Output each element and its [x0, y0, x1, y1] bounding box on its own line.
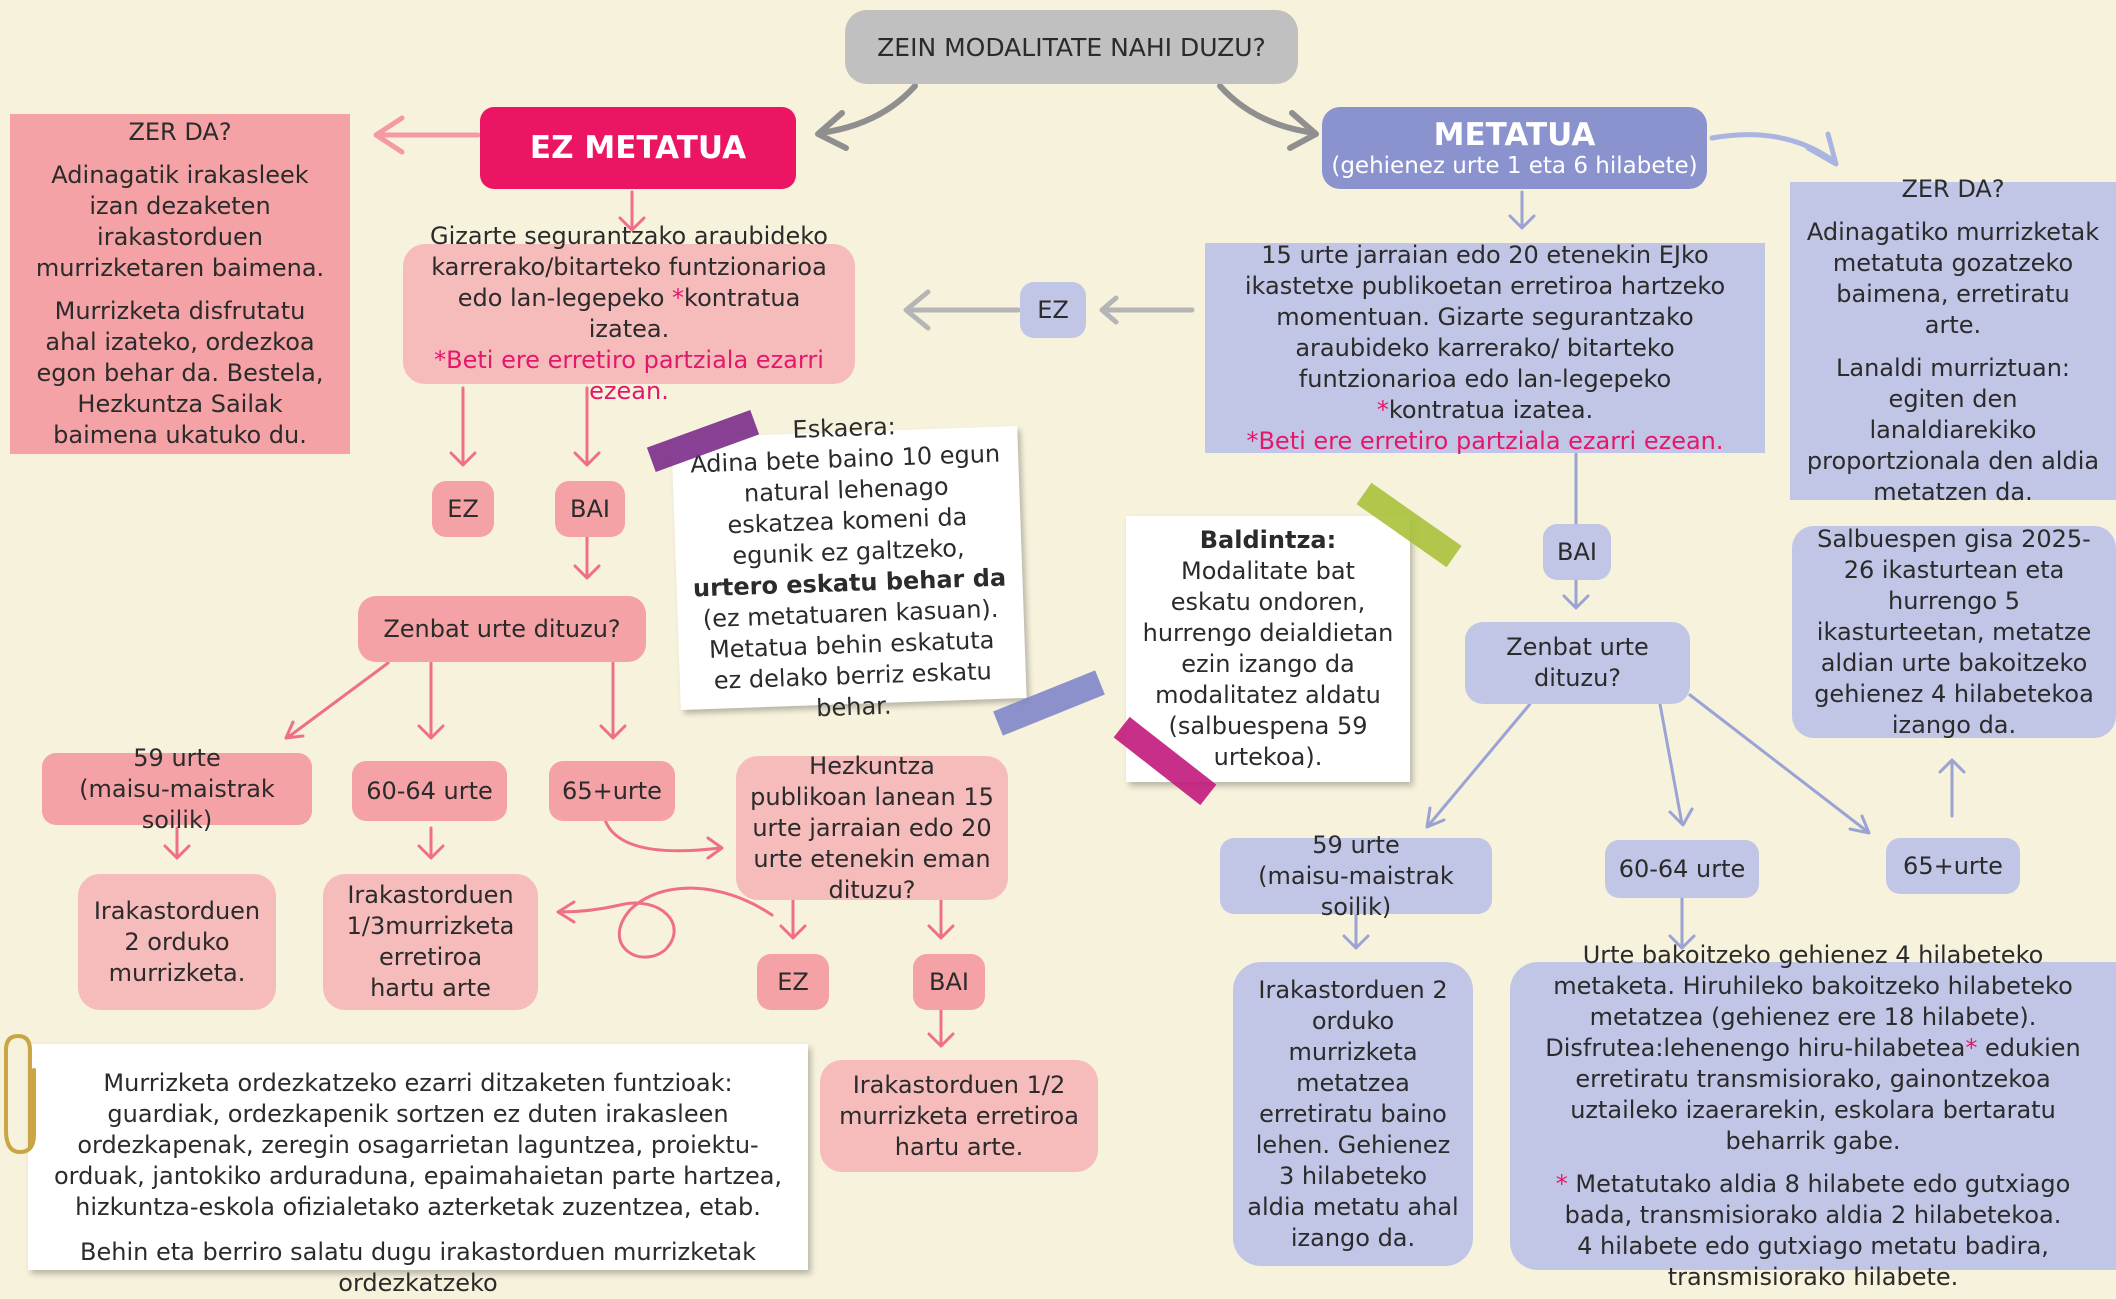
right-arrows [903, 190, 1966, 950]
baldintza-heading: Baldintza: [1199, 526, 1337, 554]
right-result-60-64-p2: * Metatutako aldia 8 hilabete edo gutxia… [1520, 1169, 2106, 1293]
right-age-65-text: 65+urte [1903, 851, 2003, 880]
right-zer-da-text-2: Lanaldi murriztuan: egiten den lanaldiar… [1806, 354, 2100, 506]
footer-text-1: Murrizketa ordezkatzeko ezarri ditzakete… [53, 1069, 783, 1221]
baldintza-text: Modalitate bat eskatu ondoren, hurrengo … [1142, 557, 1394, 771]
left-age-question-text: Zenbat urte dituzu? [383, 614, 621, 643]
main-question: ZEIN MODALITATE NAHI DUZU? [845, 10, 1298, 84]
eskaera-text-1: Adina bete baino 10 egun natural lehenag… [689, 439, 1001, 571]
left-zer-da-text-1: Adinagatik irakasleek izan dezaketen ira… [35, 161, 325, 282]
baldintza-note: Baldintza: Modalitate bat eskatu ondoren… [1126, 516, 1410, 782]
eskaera-text-2: (ez metatuaren kasuan). Metatua behin es… [702, 594, 999, 723]
right-age-question: Zenbat urte dituzu? [1465, 622, 1690, 704]
left-result-bai-text: Irakastorduen 1/2 murrizketa erretiroa h… [839, 1070, 1079, 1161]
right-condition-line2: kontratua izatea. [1388, 395, 1594, 424]
right-result-59: Irakastorduen 2 orduko murrizketa metatz… [1233, 962, 1473, 1266]
metatua-title: METATUA [1433, 117, 1596, 153]
arrow-question-left [815, 83, 918, 151]
connector-arrows [163, 83, 1966, 1048]
eskaera-note: Eskaera: Adina bete baino 10 egun natura… [671, 412, 1027, 722]
left-condition-box: Gizarte segurantzako araubideko karrerak… [403, 222, 855, 405]
left-condition-note: *Beti ere erretiro partziala ezarri ezea… [434, 346, 824, 405]
left-ez-badge: EZ [432, 481, 494, 537]
right-result-p2: Metatutako aldia 8 hilabete edo gutxiago… [1564, 1169, 2071, 1291]
left-service-bai-text: BAI [929, 967, 969, 996]
right-condition-box: 15 urte jarraian edo 20 etenekin EJko ik… [1205, 240, 1765, 455]
left-age-65-text: 65+urte [562, 776, 662, 805]
footer-note: Murrizketa ordezkatzeko ezarri ditzakete… [28, 1044, 808, 1297]
right-condition-star: * [1376, 395, 1389, 424]
left-result-bai: Irakastorduen 1/2 murrizketa erretiroa h… [820, 1060, 1098, 1172]
arrow-zer-da-left [373, 115, 481, 155]
left-age-60-64-text: 60-64 urte [366, 776, 493, 805]
right-result-p1-star: * [1965, 1033, 1978, 1062]
right-result-p2-star: * [1555, 1169, 1576, 1198]
right-salbuespen-box: Salbuespen gisa 2025-26 ikasturtean eta … [1792, 524, 2116, 739]
right-zer-da-text-1: Adinagatiko murrizketak metatuta gozatze… [1806, 218, 2100, 339]
left-condition-line2: kontratua izatea. [588, 284, 801, 343]
right-age-59-text: 59 urte (maisu-maistrak soilik) [1258, 830, 1454, 921]
left-ez-text: EZ [447, 494, 479, 523]
footer-text-2: Behin eta berriro salatu dugu irakastord… [80, 1238, 756, 1297]
right-age-question-text: Zenbat urte dituzu? [1506, 633, 1649, 692]
right-result-p1b: edukien erretiratu transmisiorako, gaino… [1570, 1033, 2081, 1155]
ez-metatua-title: EZ METATUA [529, 130, 747, 166]
left-service-ez-badge: EZ [757, 954, 829, 1010]
right-result-60-64: Urte bakoitzeko gehienez 4 hilabeteko me… [1510, 941, 2116, 1291]
left-age-question: Zenbat urte dituzu? [358, 596, 646, 662]
left-result-60-64-text: Irakastorduen 1/3murrizketa erretiroa ha… [346, 881, 515, 1002]
left-arrows [163, 190, 955, 1048]
left-bai-badge: BAI [555, 481, 625, 537]
right-bai-text: BAI [1557, 537, 1597, 566]
left-condition-star: * [672, 284, 685, 312]
left-result-59-text: Irakastorduen 2 orduko murrizketa. [93, 896, 261, 987]
right-condition-text: 15 urte jarraian edo 20 etenekin EJko ik… [1219, 240, 1751, 426]
left-result-60-64: Irakastorduen 1/3murrizketa erretiroa ha… [323, 874, 538, 1010]
right-condition-line1: 15 urte jarraian edo 20 etenekin EJko ik… [1244, 240, 1726, 393]
right-age-60-64: 60-64 urte [1605, 840, 1759, 898]
left-service-bai-badge: BAI [913, 954, 985, 1010]
left-zer-da-text-2: Murrizketa disfrutatu ahal izateko, orde… [36, 297, 324, 449]
metatua-subtitle: (gehienez urte 1 eta 6 hilabete) [1331, 153, 1698, 179]
left-age-59: 59 urte (maisu-maistrak soilik) [42, 744, 312, 834]
right-age-60-64-text: 60-64 urte [1618, 854, 1746, 883]
right-result-59-text: Irakastorduen 2 orduko murrizketa metatz… [1247, 975, 1459, 1252]
arrow-zer-da-right [1709, 131, 1839, 167]
right-age-59: 59 urte (maisu-maistrak soilik) [1220, 831, 1492, 921]
paperclip-icon [4, 1033, 36, 1155]
left-condition-text: Gizarte segurantzako araubideko karrerak… [417, 221, 841, 345]
right-result-p1a: Urte bakoitzeko gehienez 4 hilabeteko me… [1545, 940, 2073, 1062]
left-service-question: Hezkuntza publikoan lanean 15 urte jarra… [736, 752, 1008, 904]
right-salbuespen-text: Salbuespen gisa 2025-26 ikasturtean eta … [1814, 524, 2094, 739]
left-age-65: 65+urte [549, 761, 675, 821]
right-bai-badge: BAI [1543, 524, 1611, 580]
right-zer-da-box: ZER DA? Adinagatiko murrizketak metatuta… [1790, 175, 2116, 506]
right-ez-badge: EZ [1020, 282, 1086, 338]
left-zer-da-box: ZER DA? Adinagatik irakasleek izan dezak… [10, 114, 350, 454]
left-result-59: Irakastorduen 2 orduko murrizketa. [78, 874, 276, 1010]
right-age-65: 65+urte [1886, 838, 2020, 894]
left-age-60-64: 60-64 urte [352, 761, 507, 821]
right-zer-da-heading: ZER DA? [1901, 175, 2005, 203]
eskaera-heading: Eskaera: [792, 412, 897, 444]
left-bai-text: BAI [570, 494, 610, 523]
left-service-question-text: Hezkuntza publikoan lanean 15 urte jarra… [750, 751, 994, 904]
arrow-question-right [1217, 83, 1319, 151]
left-service-ez-text: EZ [777, 967, 809, 996]
left-zer-da-heading: ZER DA? [128, 118, 232, 146]
metatua-header: METATUA (gehienez urte 1 eta 6 hilabete) [1322, 107, 1707, 189]
right-condition-note: *Beti ere erretiro partziala ezarri ezea… [1246, 426, 1724, 455]
right-result-60-64-p1: Urte bakoitzeko gehienez 4 hilabeteko me… [1520, 940, 2106, 1157]
left-age-59-text: 59 urte (maisu-maistrak soilik) [79, 743, 275, 834]
right-ez-text: EZ [1037, 295, 1069, 324]
left-condition-line1: Gizarte segurantzako araubideko karrerak… [430, 222, 828, 312]
ez-metatua-header: EZ METATUA [480, 107, 796, 189]
main-question-text: ZEIN MODALITATE NAHI DUZU? [877, 32, 1266, 62]
